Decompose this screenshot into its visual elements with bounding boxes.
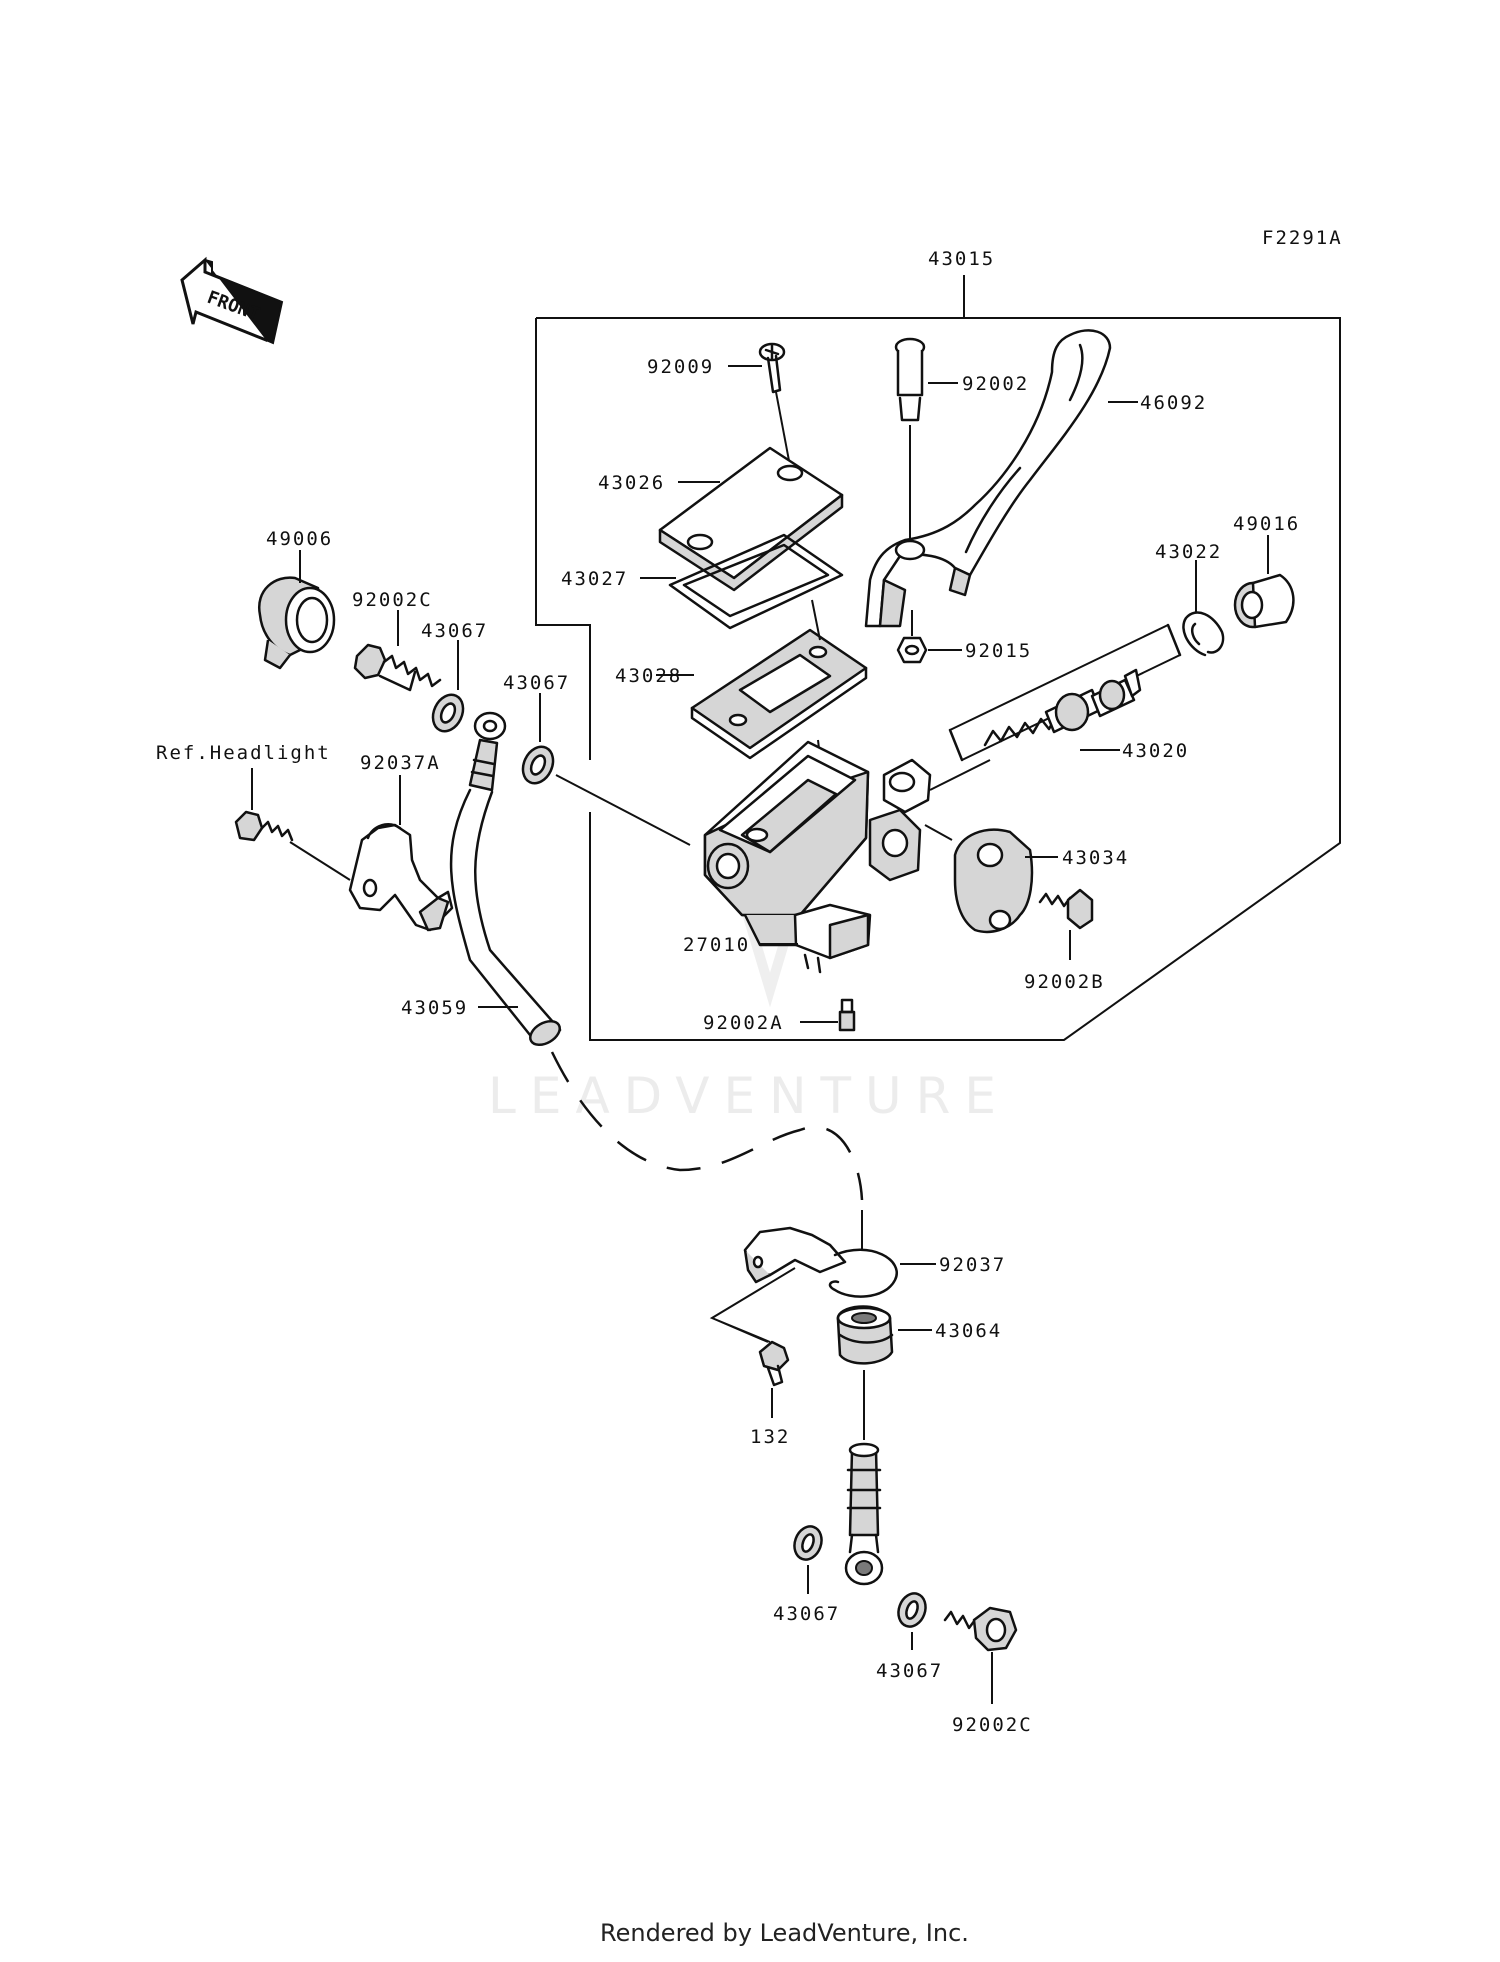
screw-92002a-icon: [838, 998, 856, 1032]
banjo-fitting-icon: [844, 1442, 884, 1586]
figure-code: F2291A: [1262, 227, 1343, 249]
bracket-92037a-icon: [348, 823, 454, 932]
label-43067-d: 43067: [876, 1660, 943, 1682]
plate-43028-icon: [690, 628, 868, 760]
watermark-text: LEADVENTURE: [488, 1067, 1010, 1125]
label-43067-b: 43067: [503, 672, 570, 694]
label-43067-a: 43067: [421, 620, 488, 642]
label-49016: 49016: [1233, 513, 1300, 535]
label-43028: 43028: [615, 665, 682, 687]
brake-lever-46092-icon: [864, 329, 1112, 628]
pivot-bolt-92002-icon: [894, 337, 926, 422]
label-43020: 43020: [1122, 740, 1189, 762]
clamp-43034-icon: [953, 828, 1034, 934]
label-43015: 43015: [928, 248, 995, 270]
label-43067-c: 43067: [773, 1603, 840, 1625]
hose-routing-dashed: [550, 1051, 864, 1201]
label-132: 132: [750, 1426, 790, 1448]
label-92009: 92009: [647, 356, 714, 378]
bolt-92002c-top-icon: [353, 643, 442, 692]
grommet-43064-icon: [836, 1305, 894, 1365]
label-43064: 43064: [935, 1320, 1002, 1342]
label-92002C-top: 92002C: [352, 589, 433, 611]
washer-43067-b-icon: [521, 745, 555, 785]
hose-clamp-92037-icon: [743, 1226, 898, 1298]
boot-49016-icon: [1233, 573, 1295, 629]
label-49006: 49006: [266, 528, 333, 550]
label-43034: 43034: [1062, 847, 1129, 869]
reservoir-cap-43026-icon: [658, 446, 844, 592]
label-92002C-bottom: 92002C: [952, 1714, 1033, 1736]
label-27010: 27010: [683, 934, 750, 956]
piston-kit-43020-icon: [948, 623, 1182, 762]
assembly-box: [535, 275, 1341, 1041]
master-cylinder-body-icon: [703, 740, 932, 947]
ref-headlight-note: Ref.Headlight: [156, 742, 331, 764]
bolt-92002c-bottom-icon: [943, 1606, 1018, 1652]
washer-43067-d-icon: [897, 1592, 927, 1628]
diaphragm-43027-icon: [668, 533, 844, 630]
bolt-92002b-icon: [1038, 888, 1094, 930]
washer-43067-c-icon: [793, 1525, 823, 1561]
label-92002: 92002: [962, 373, 1029, 395]
front-arrow-icon: FRONT: [180, 256, 284, 345]
label-92015: 92015: [965, 640, 1032, 662]
bolt-132-icon: [758, 1340, 790, 1387]
washer-43067-a-icon: [431, 693, 465, 733]
circlip-43022-icon: [1182, 611, 1225, 657]
label-43022: 43022: [1155, 541, 1222, 563]
nut-92015-icon: [896, 636, 928, 664]
cap-49006-icon: [257, 576, 336, 670]
label-92002B: 92002B: [1024, 971, 1105, 993]
label-46092: 46092: [1140, 392, 1207, 414]
label-43059: 43059: [401, 997, 468, 1019]
brake-hose-43059-icon: [449, 711, 562, 1047]
label-92037: 92037: [939, 1254, 1006, 1276]
footer-credit: Rendered by LeadVenture, Inc.: [600, 1919, 969, 1947]
screw-92009-icon: [758, 342, 786, 394]
label-43027: 43027: [561, 568, 628, 590]
label-43026: 43026: [598, 472, 665, 494]
label-92002A: 92002A: [703, 1012, 784, 1034]
switch-27010-icon: [793, 903, 872, 974]
bolt-headlight-icon: [234, 810, 294, 842]
label-92037A: 92037A: [360, 752, 441, 774]
